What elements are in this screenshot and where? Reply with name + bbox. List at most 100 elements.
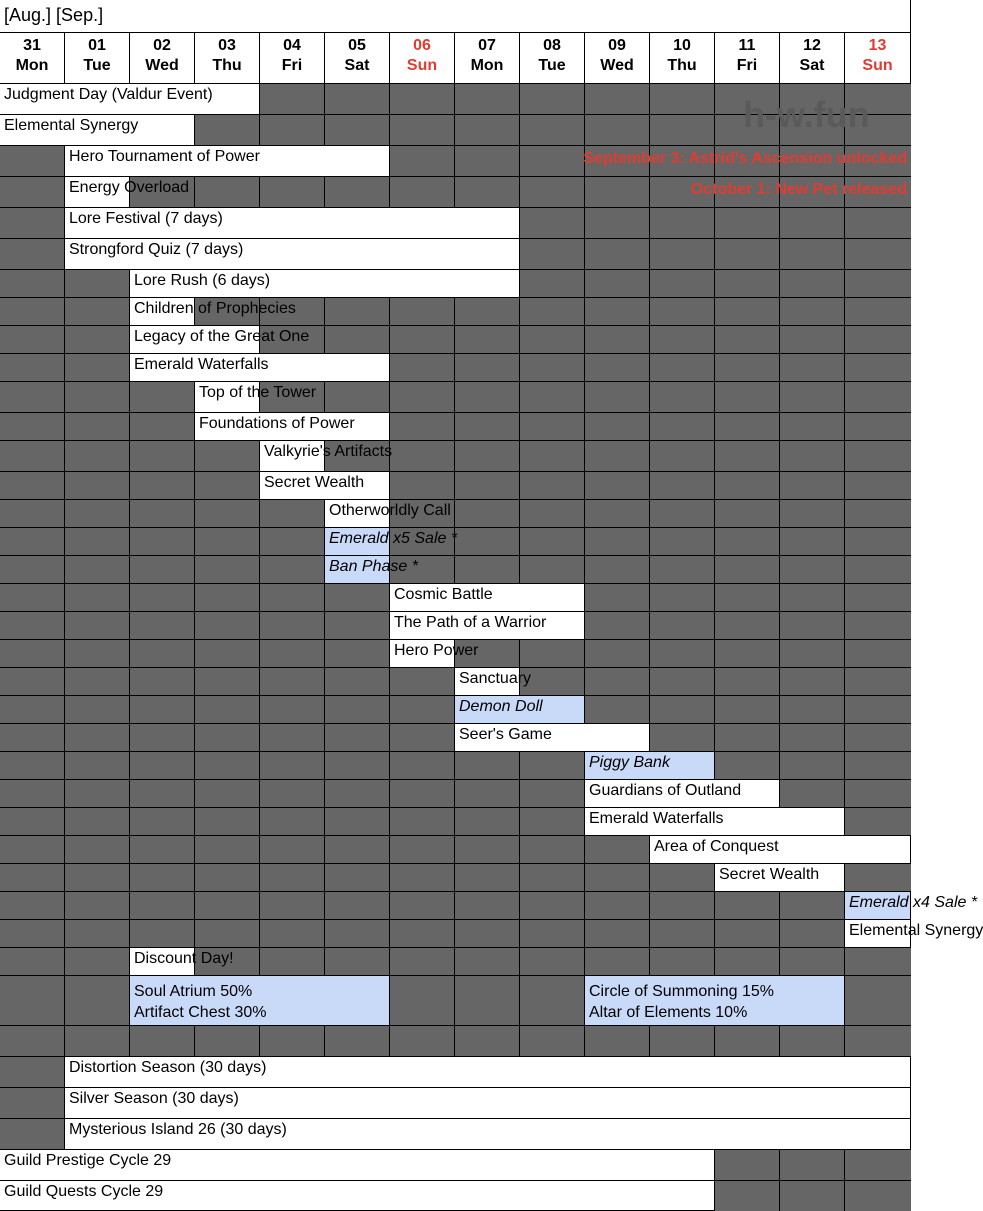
discount-line: Artifact Chest 30% <box>134 1004 267 1021</box>
watermark-logo: h-w.fun <box>743 94 870 135</box>
month-label-sep: [Sep.] <box>56 5 104 25</box>
grid-line-vertical <box>324 0 325 1211</box>
event-bar: Legacy of the Great One <box>130 326 309 354</box>
sale-bar: Piggy Bank <box>585 752 715 780</box>
grid-line-horizontal <box>0 555 911 556</box>
grid-line-horizontal <box>0 891 911 892</box>
grid-line-horizontal <box>0 947 911 948</box>
event-bar: Lore Festival (7 days) <box>65 208 520 239</box>
grid-line-horizontal <box>0 440 911 441</box>
grid-line-horizontal <box>0 1056 911 1057</box>
grid-line-horizontal <box>0 863 911 864</box>
day-of-week: Sat <box>799 57 825 74</box>
event-bar: Hero Tournament of Power <box>65 146 390 177</box>
grid-line-horizontal <box>0 145 911 146</box>
day-of-week: Fri <box>281 57 303 74</box>
season-bar: Distortion Season (30 days) <box>65 1057 911 1088</box>
grid-line-horizontal <box>0 381 911 382</box>
grid-line-horizontal <box>0 353 911 354</box>
discount-bar: Circle of Summoning 15% Altar of Element… <box>585 976 845 1026</box>
event-bar: Seer's Game <box>455 724 650 752</box>
event-bar: Children of Prophecies <box>130 298 296 326</box>
grid-line-horizontal <box>0 499 911 500</box>
grid-line-horizontal <box>0 975 911 976</box>
grid-line-horizontal <box>0 325 911 326</box>
sale-bar: Demon Doll <box>455 696 585 724</box>
grid-line-horizontal <box>0 807 911 808</box>
event-bar: Secret Wealth <box>260 472 390 500</box>
discount-line: Altar of Elements 10% <box>589 1004 748 1021</box>
sale-bar: Emerald x4 Sale * <box>845 892 977 920</box>
day-number: 09 <box>608 37 626 54</box>
guild-cycle-bar: Guild Prestige Cycle 29 <box>0 1150 715 1181</box>
event-bar: The Path of a Warrior <box>390 612 585 640</box>
day-of-week: Mon <box>470 57 504 74</box>
day-number: 05 <box>348 37 366 54</box>
event-bar: Sanctuary <box>455 668 531 696</box>
day-number: 12 <box>803 37 821 54</box>
grid-line-horizontal <box>0 835 911 836</box>
notice-text: September 3: Astrid's Ascension unlocked <box>583 150 907 167</box>
day-of-week: Thu <box>667 57 697 74</box>
event-bar: Hero Power <box>390 640 478 668</box>
grid-line-vertical <box>64 0 65 1211</box>
grid-line-vertical <box>194 0 195 1211</box>
notice-text: October 1: New Pet released <box>690 181 907 198</box>
event-bar: Emerald Waterfalls <box>130 354 390 382</box>
day-of-week: Tue <box>538 57 566 74</box>
event-bar: Area of Conquest <box>650 836 911 864</box>
day-of-week: Sun <box>406 57 438 74</box>
day-number: 01 <box>88 37 106 54</box>
event-bar: Guardians of Outland <box>585 780 780 808</box>
guild-cycle-bar: Guild Quests Cycle 29 <box>0 1181 715 1211</box>
grid-line-horizontal <box>0 527 911 528</box>
day-of-week: Sat <box>344 57 370 74</box>
event-bar: Elemental Synergy <box>845 920 983 948</box>
grid-line-horizontal <box>0 114 911 115</box>
grid-line-horizontal <box>0 207 911 208</box>
event-bar: Energy Overload <box>65 177 189 208</box>
event-bar: Cosmic Battle <box>390 584 585 612</box>
event-bar: Discount Day! <box>130 948 234 976</box>
sale-bar: Emerald x5 Sale * <box>325 528 457 556</box>
grid-line-horizontal <box>0 176 911 177</box>
discount-line: Circle of Summoning 15% <box>589 983 774 1000</box>
season-bar: Mysterious Island 26 (30 days) <box>65 1119 911 1150</box>
event-bar: Foundations of Power <box>195 413 390 441</box>
month-header: [Aug.] [Sep.] <box>0 0 911 33</box>
grid-line-horizontal <box>0 471 911 472</box>
day-of-week: Tue <box>83 57 111 74</box>
grid-line-vertical <box>779 0 780 1211</box>
day-number: 08 <box>543 37 561 54</box>
month-label-aug: [Aug.] <box>4 5 52 25</box>
day-number: 02 <box>153 37 171 54</box>
grid-line-horizontal <box>0 583 911 584</box>
day-number: 31 <box>23 37 41 54</box>
day-number: 07 <box>478 37 496 54</box>
discount-bar: Soul Atrium 50% Artifact Chest 30% <box>130 976 390 1026</box>
event-bar: Strongford Quiz (7 days) <box>65 239 520 270</box>
day-of-week: Fri <box>736 57 758 74</box>
day-of-week: Mon <box>15 57 49 74</box>
grid-line-horizontal <box>0 919 911 920</box>
grid-line-horizontal <box>0 779 911 780</box>
event-bar: Judgment Day (Valdur Event) <box>0 84 260 115</box>
discount-line: Soul Atrium 50% <box>134 983 253 1000</box>
grid-line-vertical <box>844 0 845 1211</box>
event-bar: Valkyrie's Artifacts <box>260 441 392 472</box>
day-number: 11 <box>738 37 756 54</box>
season-bar: Silver Season (30 days) <box>65 1088 911 1119</box>
